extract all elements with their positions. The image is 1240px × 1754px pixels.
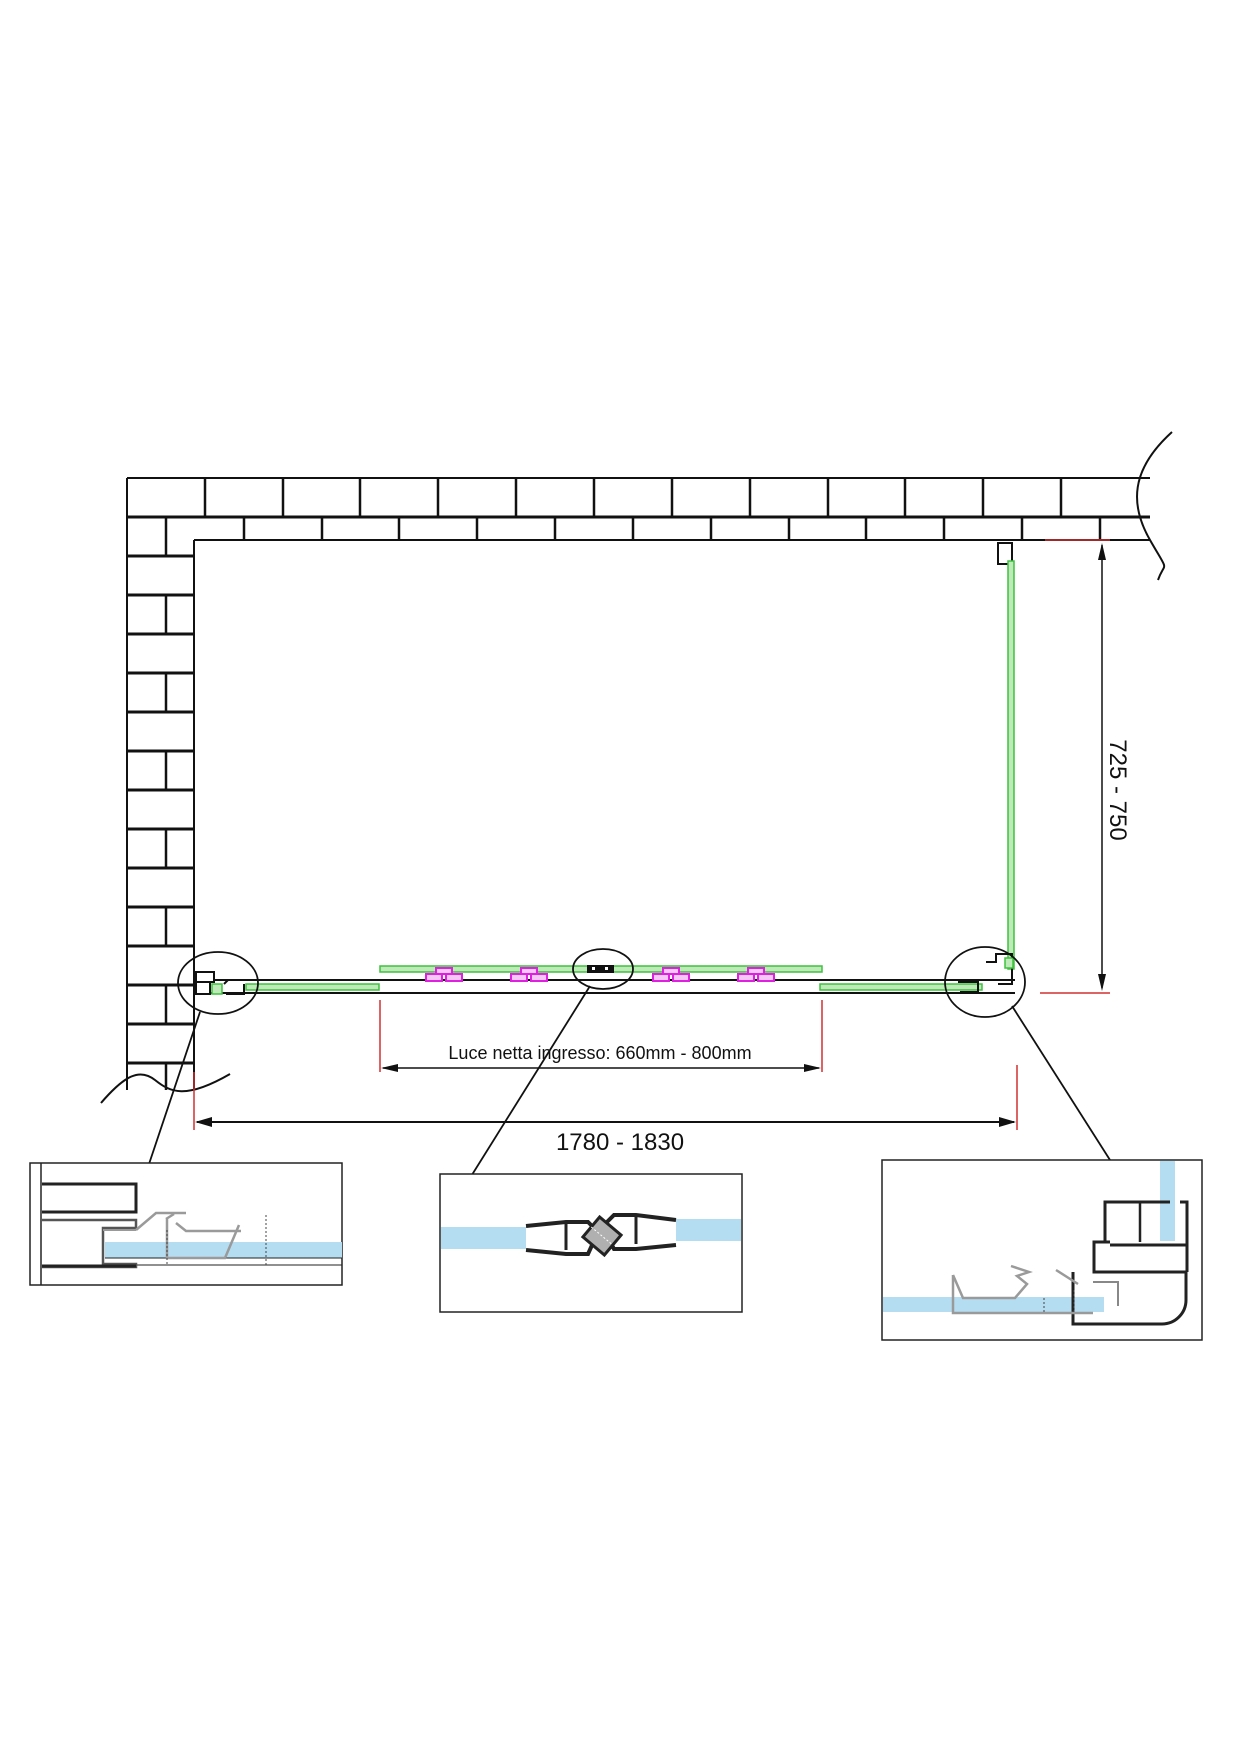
magnet-seal-marker (587, 965, 614, 973)
detail-magnetic-seal (439, 1173, 743, 1313)
front-rails (194, 979, 1015, 994)
detail-callout-circles (147, 946, 1111, 1179)
depth-label: 725 - 750 (1104, 739, 1131, 840)
entrance-dimension: Luce netta ingresso: 660mm - 800mm (379, 1000, 823, 1072)
brick-wall (100, 431, 1173, 1104)
right-fixed-glass (819, 983, 983, 991)
left-profile-marker (195, 971, 245, 995)
left-fixed-glass (245, 983, 380, 991)
corner-profile-marker (958, 953, 1014, 993)
side-glass-panel (997, 542, 1015, 970)
roller-icons (425, 967, 775, 982)
width-dimension: 1780 - 1830 (193, 1065, 1018, 1156)
depth-dimension: 725 - 750 (1040, 539, 1131, 994)
detail-corner-profile (881, 1159, 1203, 1341)
entrance-label: Luce netta ingresso: 660mm - 800mm (448, 1043, 751, 1063)
width-label: 1780 - 1830 (556, 1129, 684, 1156)
detail-left-wall-profile (29, 1162, 343, 1286)
